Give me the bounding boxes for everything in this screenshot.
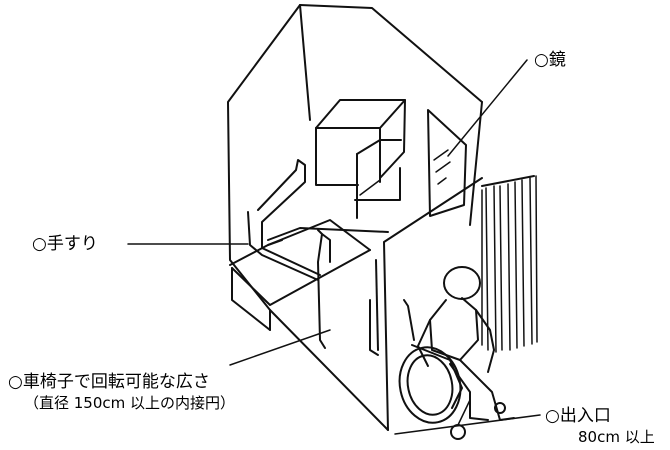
entrance-label: ○出入口	[545, 406, 611, 426]
wall-cabinet	[315, 99, 406, 219]
curtain	[481, 175, 538, 353]
entrance-leader-line	[394, 414, 541, 435]
mirror-panel	[427, 109, 467, 217]
handrails	[247, 159, 379, 356]
turning-space-label: ○車椅子で回転可能な広さ	[8, 372, 210, 392]
leader-lines	[127, 59, 541, 435]
turning-space-note: （直径 150cm 以上の内接円）	[24, 394, 236, 412]
mirror-label: ○鏡	[534, 50, 566, 70]
wheelchair-user	[398, 266, 515, 440]
entrance-width-label: 80cm 以上	[578, 428, 655, 446]
mirror-leader-line	[447, 59, 528, 157]
turning-space-leader-line	[229, 329, 331, 366]
counter-and-floor	[229, 219, 389, 331]
handrail-label: ○手すり	[32, 234, 98, 254]
room-walls	[227, 4, 483, 431]
